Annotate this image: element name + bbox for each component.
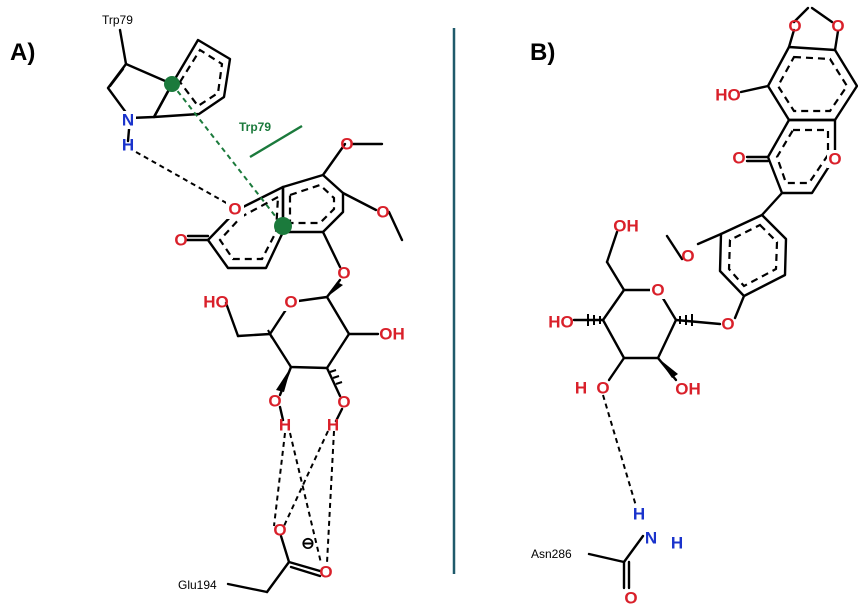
atom-o-glu2: O (319, 563, 332, 582)
atom-ho-chromone: HO (715, 86, 741, 105)
atom-ho-c4-b: HO (548, 313, 574, 332)
hbond-oh-asn (602, 394, 637, 507)
charge-minus: ⊖ (301, 536, 314, 553)
pi-centroid-ligand (274, 217, 292, 235)
atom-h-c3-b: H (575, 379, 587, 398)
stereo-marks (267, 282, 693, 392)
panel-a-structure: Trp79 Trp79 (102, 13, 404, 594)
panel-a-label: A) (10, 39, 35, 66)
hbond-oh2-glu2 (326, 430, 335, 564)
atom-o-ring: O (228, 200, 241, 219)
atom-o-methoxy2: O (376, 203, 389, 222)
atom-o-methoxy1: O (340, 135, 353, 154)
atom-o-chromone-ring: O (828, 150, 841, 169)
atom-h-trp: H (122, 136, 134, 155)
atom-o-glycoside: O (337, 264, 350, 283)
atom-o-c3-b: O (596, 379, 609, 398)
atom-oh-c2-b: OH (675, 380, 701, 399)
pi-stack-bar (249, 124, 303, 159)
pi-stack-line (171, 83, 284, 227)
panel-b-atoms: O O HO O O O O O OH HO OH H O H N H O (548, 17, 844, 608)
trp79-label: Trp79 (102, 13, 133, 27)
hbond-trp-nh (135, 151, 231, 206)
coumarin-core (184, 142, 404, 299)
pi-centroid-trp (164, 76, 180, 92)
panel-b-structure (572, 6, 858, 590)
atom-o-carbonyl: O (174, 231, 187, 250)
hbond-oh1-glu2 (289, 432, 322, 564)
atom-o-glycoside-b: O (721, 315, 734, 334)
panel-a-atoms: N H O O O O O O HO OH O H O H O O ⊖ (120, 111, 405, 582)
atom-h-c3: H (327, 416, 339, 435)
atom-oh-c2: OH (379, 325, 405, 344)
asn286-label: Asn286 (531, 547, 572, 561)
atom-o-c4: O (268, 392, 281, 411)
atom-h-asn-top: H (633, 505, 645, 524)
atom-h-c4: H (279, 416, 291, 435)
atom-o-chromone-carbonyl: O (732, 149, 745, 168)
atom-o-pyranose: O (284, 293, 297, 312)
hbond-oh1-glu (273, 432, 286, 527)
panel-b-label: B) (530, 39, 555, 66)
atom-o-md2: O (831, 17, 844, 36)
trp79-pi-label: Trp79 (239, 120, 271, 134)
atom-oh-c6-b: OH (613, 217, 639, 236)
atom-ho-c6: HO (203, 293, 229, 312)
trp79-indole (106, 28, 232, 143)
atom-o-glu1: O (273, 521, 286, 540)
atom-o-c3: O (337, 393, 350, 412)
glu194-residue (226, 534, 322, 594)
atom-o-pyranose-b: O (651, 281, 664, 300)
atom-o-asn: O (624, 589, 637, 608)
atom-o-methoxy: O (681, 247, 694, 266)
atom-h-asn-right: H (671, 534, 683, 553)
atom-n-asn: N (645, 529, 657, 548)
methylenedioxy (787, 6, 840, 52)
glucose-a (224, 295, 380, 423)
atom-n-trp: N (122, 111, 134, 130)
atom-o-md1: O (788, 17, 801, 36)
hbond-oh2-glu (283, 430, 329, 527)
glu194-label: Glu194 (178, 578, 217, 592)
